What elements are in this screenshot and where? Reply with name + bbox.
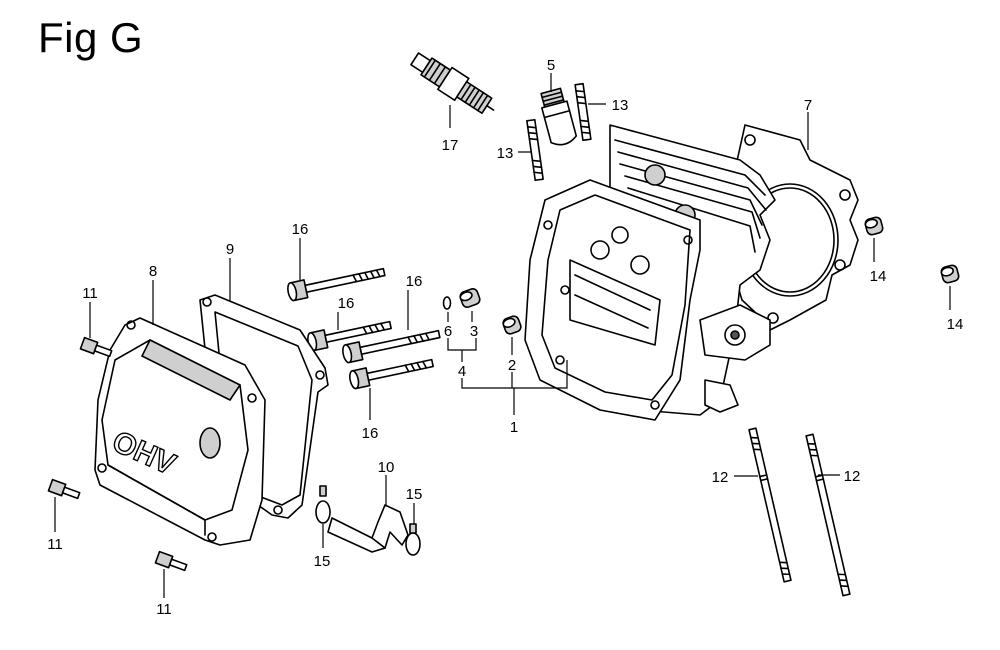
stud-bolt-upper-left <box>526 118 544 182</box>
callout-15-right: 15 <box>406 486 423 503</box>
callout-2: 2 <box>508 357 516 374</box>
callout-7: 7 <box>804 97 812 114</box>
callout-16-mid: 16 <box>338 295 355 312</box>
cylinder-head <box>524 124 776 421</box>
callout-12-left: 12 <box>712 469 729 486</box>
long-stud-left <box>748 427 792 583</box>
callout-16-right: 16 <box>406 273 423 290</box>
valve-guide-part <box>540 87 578 146</box>
valve-seat-fitting-2 <box>502 315 522 335</box>
callout-11-upper: 11 <box>82 285 98 302</box>
valve-seat-fitting-3 <box>459 288 481 308</box>
head-cover: OHV <box>94 317 266 546</box>
callout-9: 9 <box>226 241 234 258</box>
callout-5: 5 <box>547 57 555 74</box>
dowel-pin-left <box>864 216 884 236</box>
callout-15-left: 15 <box>314 553 331 570</box>
bolt-16-bottom <box>349 358 434 390</box>
figure-title: Fig G <box>38 14 144 61</box>
bolt-11-upper <box>79 336 113 358</box>
spark-plug <box>410 52 495 115</box>
callout-4: 4 <box>458 363 466 380</box>
dowel-pin-right <box>940 264 960 284</box>
callout-8: 8 <box>149 263 157 280</box>
hose-clip-left <box>315 485 331 524</box>
callout-6: 6 <box>444 323 452 340</box>
bolt-16-top <box>287 267 386 302</box>
breather-tube <box>327 504 409 553</box>
callout-12-right: 12 <box>844 468 861 485</box>
callout-14-left: 14 <box>870 268 887 285</box>
callout-13-upper: 13 <box>612 97 629 114</box>
callout-14-right: 14 <box>947 316 964 333</box>
callout-1: 1 <box>510 419 518 436</box>
callout-16-top: 16 <box>292 221 309 238</box>
bolt-16-mid-lower <box>342 329 441 364</box>
long-stud-right <box>805 433 851 597</box>
callout-17: 17 <box>442 137 459 154</box>
bolt-11-middle <box>47 478 81 500</box>
o-ring-6 <box>442 296 452 310</box>
callout-3: 3 <box>470 323 478 340</box>
hose-clip-right <box>405 523 421 556</box>
bolt-11-lower <box>154 550 188 572</box>
callout-13-lower: 13 <box>497 145 514 162</box>
stud-bolt-upper-right <box>574 82 592 142</box>
callout-11-lower: 11 <box>156 601 172 618</box>
callout-16-bottom: 16 <box>362 425 379 442</box>
callout-10: 10 <box>378 459 395 476</box>
callout-11-middle: 11 <box>47 536 63 553</box>
